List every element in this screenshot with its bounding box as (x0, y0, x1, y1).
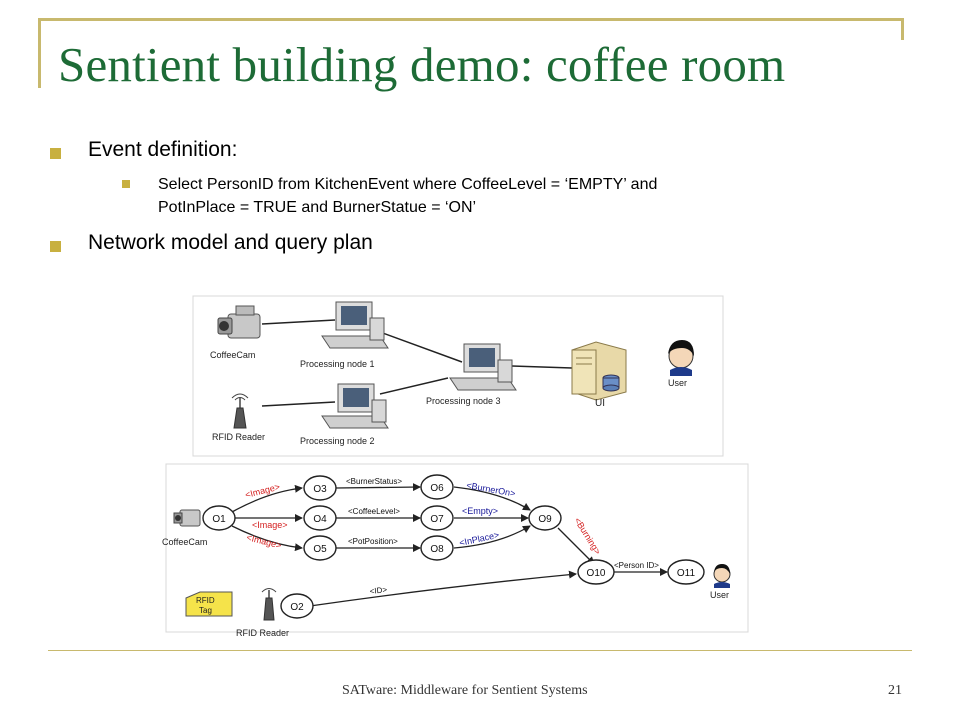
coffeecam-label: CoffeeCam (210, 350, 255, 360)
query-line-1: Select PersonID from KitchenEvent where … (158, 176, 658, 193)
footer-divider (48, 650, 912, 651)
slide-title: Sentient building demo: coffee room (58, 37, 786, 92)
bullet-event-definition: Event definition: (88, 138, 238, 161)
computer-icon (449, 343, 517, 391)
edge-label-image-mid: <Image> (252, 520, 288, 530)
ui-label: UI (595, 398, 605, 409)
node-o6: O6 (430, 483, 444, 494)
edge-label-coffee-level: <CoffeeLevel> (348, 507, 400, 516)
title-frame-top (38, 18, 904, 21)
edge-label-pot-position: <PotPosition> (348, 537, 398, 546)
rfid-reader-icon (231, 393, 249, 429)
node-o2: O2 (290, 602, 304, 613)
node-o5: O5 (313, 544, 327, 555)
edge-label-in-place: <InPlace> (458, 530, 500, 548)
query-line-2: PotInPlace = TRUE and BurnerStatue = ‘ON… (158, 199, 477, 216)
rfid-tag-line2: Tag (199, 606, 212, 615)
node-o1: O1 (212, 514, 226, 525)
server-icon (571, 341, 627, 401)
rfid-reader-icon (261, 588, 277, 621)
title-frame-right (901, 18, 904, 40)
node-o11: O11 (677, 568, 696, 579)
query-edges (231, 483, 668, 607)
edge-label-id: <ID> (369, 585, 388, 596)
user-icon (668, 340, 694, 376)
node-o4: O4 (313, 514, 327, 525)
node-o3: O3 (313, 484, 327, 495)
processing-node-2-label: Processing node 2 (300, 436, 375, 446)
processing-node-1-label: Processing node 1 (300, 359, 375, 369)
rfid-tag-icon (185, 591, 233, 617)
bullet-marker (50, 241, 61, 252)
query-rfid-reader-label: RFID Reader (236, 628, 289, 638)
footer-text: SATware: Middleware for Sentient Systems (342, 683, 588, 698)
rfid-tag-line1: RFID (196, 596, 215, 605)
title-frame-left (38, 18, 41, 88)
edge-label-burner-status: <BurnerStatus> (346, 477, 402, 486)
processing-node-3-label: Processing node 3 (426, 396, 501, 406)
sub-bullet-marker (122, 180, 130, 188)
edge-label-empty: <Empty> (462, 506, 498, 516)
node-o8: O8 (430, 544, 444, 555)
computer-icon (321, 301, 389, 349)
user-label: User (668, 378, 687, 388)
edge-label-burner-on: <BurnerOn> (466, 480, 517, 498)
query-user-label: User (710, 590, 729, 600)
rfid-reader-label: RFID Reader (212, 432, 265, 442)
node-o7: O7 (430, 514, 444, 525)
edge-label-person-id: <Person ID> (614, 561, 659, 570)
user-icon (713, 564, 731, 588)
edge-label-burning: <Burning> (572, 516, 602, 557)
node-o9: O9 (538, 514, 552, 525)
coffeecam-camera-icon (173, 509, 201, 527)
bullet-network-model: Network model and query plan (88, 231, 373, 254)
page-number: 21 (888, 683, 902, 698)
coffeecam-camera-icon (217, 305, 261, 339)
bullet-marker (50, 148, 61, 159)
query-nodes (202, 474, 705, 619)
node-o10: O10 (587, 568, 606, 579)
edge-label-image-bottom: <Image> (246, 532, 283, 550)
network-links (261, 319, 573, 407)
computer-icon (321, 383, 389, 429)
query-coffeecam-label: CoffeeCam (162, 537, 207, 547)
